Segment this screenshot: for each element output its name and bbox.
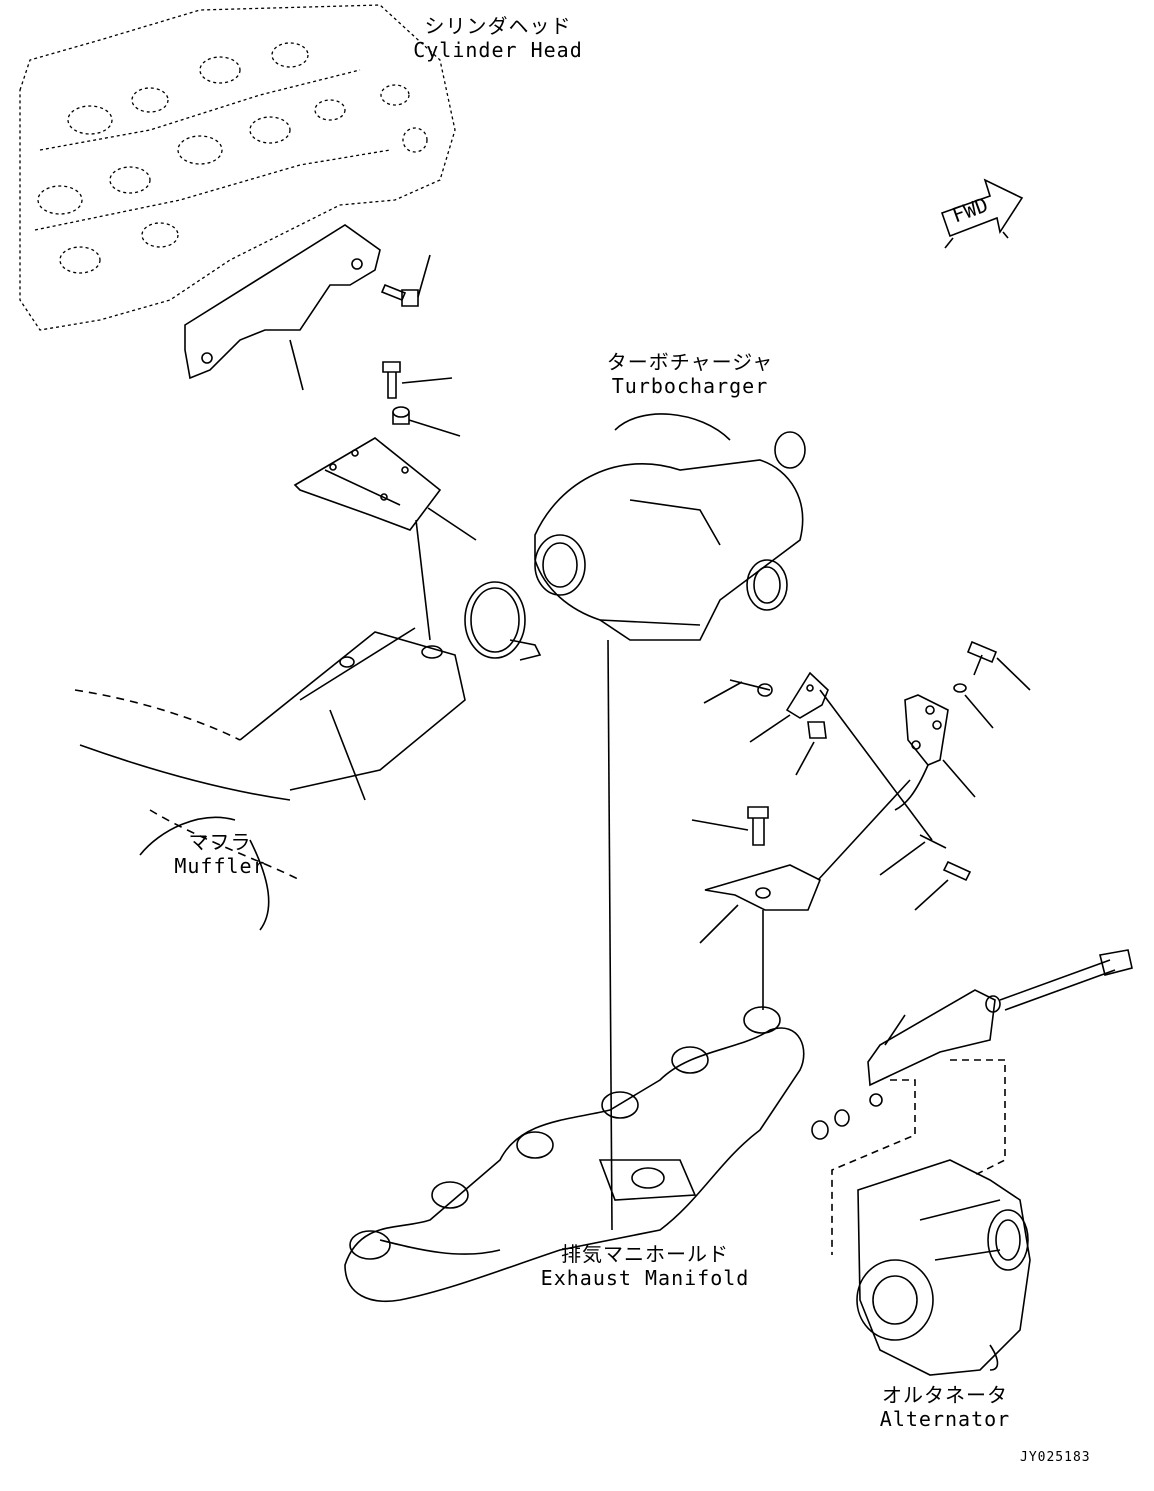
- alternator-bolt: [985, 949, 1133, 1013]
- exhaust-manifold-label-jp: 排気マニホールド: [561, 1242, 729, 1266]
- exhaust-manifold-drawing: [344, 1006, 805, 1302]
- muffler-label: マフラ Muffler: [160, 830, 280, 878]
- alternator-drawing: [856, 1159, 1031, 1376]
- bolt-lower-right: [879, 834, 972, 911]
- clamp-drawing: [464, 581, 542, 661]
- washers: [811, 1109, 850, 1140]
- stud-bolt: [703, 679, 773, 704]
- cylinder-head-label-jp: シリンダヘッド: [424, 14, 572, 38]
- bolt-center: [691, 806, 769, 846]
- fwd-arrow: [940, 178, 1024, 249]
- cylinder-head-label: シリンダヘッド Cylinder Head: [398, 14, 598, 62]
- bolt-upper-2: [382, 361, 453, 399]
- turbocharger-label-jp: ターボチャージャ: [606, 350, 774, 374]
- washer-right: [953, 683, 994, 729]
- muffler-bracket: [293, 437, 477, 641]
- heat-shield-bracket: [184, 224, 381, 391]
- nut: [795, 721, 827, 776]
- muffler-drawing: [74, 627, 466, 931]
- alternator-bracket: [831, 989, 1006, 1255]
- turbocharger-label-en: Turbocharger: [611, 374, 769, 398]
- spacer-collar: [392, 406, 461, 437]
- cylinder-head-label-en: Cylinder Head: [413, 38, 583, 62]
- alternator-label: オルタネータ Alternator: [870, 1383, 1020, 1431]
- turbocharger-label: ターボチャージャ Turbocharger: [590, 350, 790, 398]
- lower-bracket: [699, 689, 933, 1010]
- figure-reference: JY025183: [1020, 1450, 1091, 1465]
- bolt-upper-1: [380, 254, 431, 307]
- small-bracket: [749, 671, 829, 743]
- muffler-label-jp: マフラ: [188, 830, 252, 854]
- exhaust-manifold-label-en: Exhaust Manifold: [540, 1266, 750, 1290]
- mount-plate: [894, 694, 976, 811]
- alternator-label-jp: オルタネータ: [882, 1383, 1008, 1407]
- bolt-right: [966, 640, 1031, 691]
- turbocharger-drawing: [534, 413, 806, 1231]
- alternator-label-en: Alternator: [879, 1407, 1011, 1431]
- muffler-label-en: Muffler: [174, 854, 266, 878]
- cylinder-head-drawing: [19, 4, 456, 331]
- exhaust-manifold-label: 排気マニホールド Exhaust Manifold: [530, 1242, 760, 1290]
